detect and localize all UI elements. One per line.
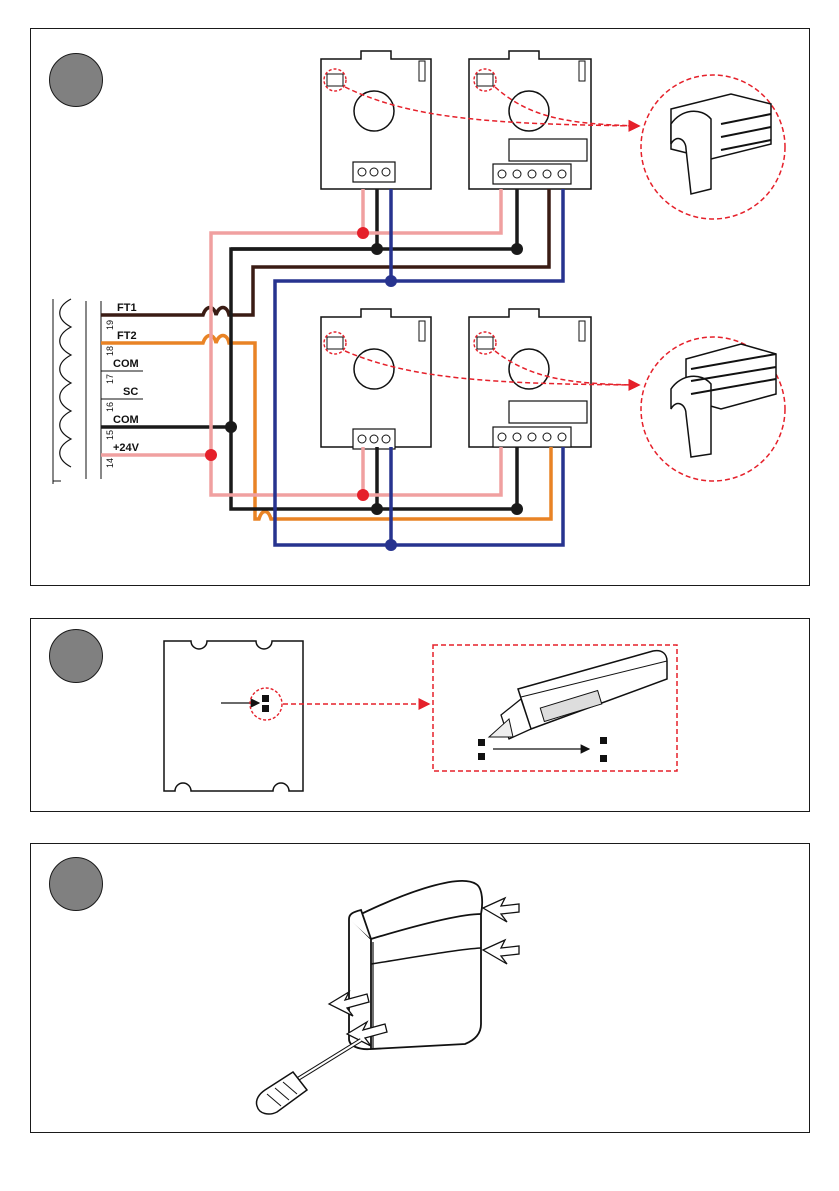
photocell-cover-icon: [349, 881, 482, 1049]
terminal-number-14: 14: [105, 458, 115, 468]
photocell-board-rx-bottom: [469, 309, 591, 447]
terminal-number-16: 16: [105, 402, 115, 412]
cover-diagram: [31, 844, 811, 1134]
wire-ft1: [101, 189, 549, 315]
terminal-number-19: 19: [105, 320, 115, 330]
terminal-label-24v: +24V: [113, 442, 140, 454]
terminal-number-17: 17: [105, 374, 115, 384]
terminal-label-sc: SC: [123, 386, 138, 398]
wiring-panel: FT1 19 FT2 18 COM 17 SC 16 COM 15 +24V 1…: [30, 28, 810, 586]
terminal-label-ft1: FT1: [117, 302, 137, 314]
cover-panel: [30, 843, 810, 1133]
terminal-label-com-2: COM: [113, 414, 139, 426]
screwdriver-icon: [256, 1040, 361, 1114]
jumper-detail-bottom: [641, 337, 785, 481]
terminal-number-15: 15: [105, 430, 115, 440]
cut-jumper-panel: [30, 618, 810, 812]
wiring-diagram: FT1 19 FT2 18 COM 17 SC 16 COM 15 +24V 1…: [31, 29, 811, 587]
photocell-board-tx-bottom: [321, 309, 431, 449]
board-outline: [164, 641, 303, 791]
photocell-board-tx-top: [321, 51, 431, 189]
jumper-detail-top: [641, 75, 785, 219]
terminal-number-18: 18: [105, 346, 115, 356]
terminal-label-com-1: COM: [113, 358, 139, 370]
terminal-label-ft2: FT2: [117, 330, 137, 342]
cut-jumper-diagram: [31, 619, 811, 813]
